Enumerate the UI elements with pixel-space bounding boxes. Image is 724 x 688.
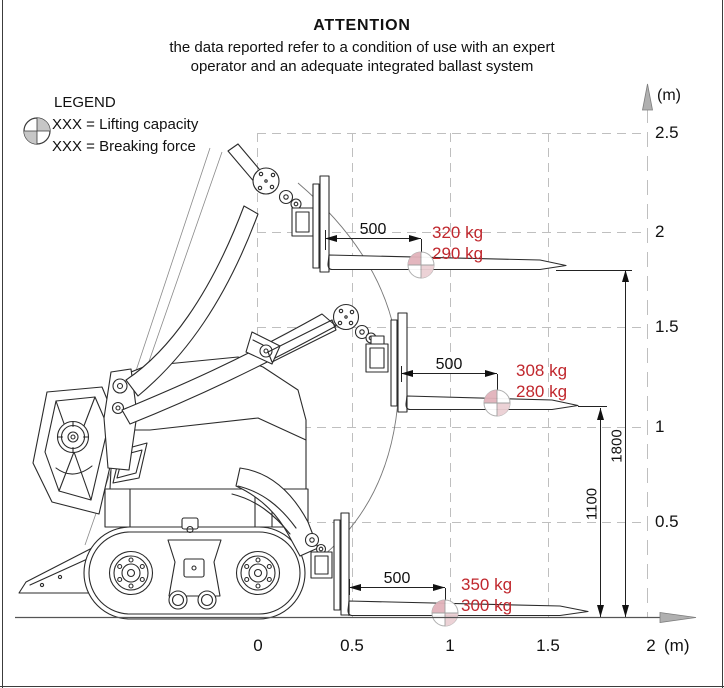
fork-low — [347, 600, 589, 617]
machine-body — [103, 356, 309, 528]
x-tick-0: 0 — [253, 636, 263, 655]
y-tick-1: 1 — [655, 417, 665, 436]
x-tick-2: 2 — [646, 636, 656, 655]
reach-dim-top: 500 — [359, 221, 387, 238]
x-tick-1: 1 — [445, 636, 455, 655]
load-center-icon-mid — [483, 389, 511, 417]
legend-load-center-icon — [23, 117, 51, 145]
y-axis-arrow-icon — [642, 83, 653, 111]
machine-drawing — [18, 143, 589, 620]
track-assembly — [83, 517, 306, 620]
sprocket-wheel-right — [235, 550, 281, 596]
ballast-box — [32, 386, 120, 515]
x-axis-arrow-icon — [659, 612, 697, 623]
height-dim-1800: 1800 — [608, 429, 626, 463]
breaking-force-top: 290 kg — [432, 244, 484, 263]
attention-title: ATTENTION — [313, 17, 411, 34]
y-tick-2: 2 — [655, 222, 665, 241]
height-dim-1100: 1100 — [583, 487, 601, 521]
legend-breaking-force: XXX = Breaking force — [52, 138, 196, 155]
fork-high — [327, 254, 567, 271]
reach-dim-bottom: 500 — [383, 570, 411, 587]
reach-dim-mid: 500 — [435, 356, 463, 373]
y-tick-1-5: 1.5 — [655, 317, 679, 336]
y-tick-0-5: 0.5 — [655, 512, 679, 531]
lifting-capacity-top: 320 kg — [432, 223, 484, 242]
breaking-force-bottom: 300 kg — [461, 596, 513, 615]
y-axis-unit: (m) — [657, 87, 681, 104]
breaking-force-mid: 280 kg — [516, 382, 568, 401]
x-tick-0-5: 0.5 — [340, 636, 364, 655]
legend-lifting-capacity: XXX = Lifting capacity — [52, 116, 199, 133]
lifting-capacity-bottom: 350 kg — [461, 575, 513, 594]
load-center-icons — [407, 251, 511, 627]
boom-high-position — [125, 143, 567, 397]
x-axis-unit: (m) — [664, 636, 690, 655]
subtitle-line-1: the data reported refer to a condition o… — [169, 39, 555, 56]
x-tick-1-5: 1.5 — [536, 636, 560, 655]
dimension-lines — [325, 230, 632, 617]
sprocket-wheel-left — [108, 550, 154, 596]
y-tick-2-5: 2.5 — [655, 123, 679, 142]
subtitle-line-2: operator and an adequate integrated ball… — [190, 58, 534, 75]
load-center-icon-bottom — [431, 599, 459, 627]
load-center-icon-top — [407, 251, 435, 279]
legend-title: LEGEND — [54, 94, 116, 111]
boom-low-position — [231, 467, 589, 617]
lifting-capacity-mid: 308 kg — [516, 361, 568, 380]
